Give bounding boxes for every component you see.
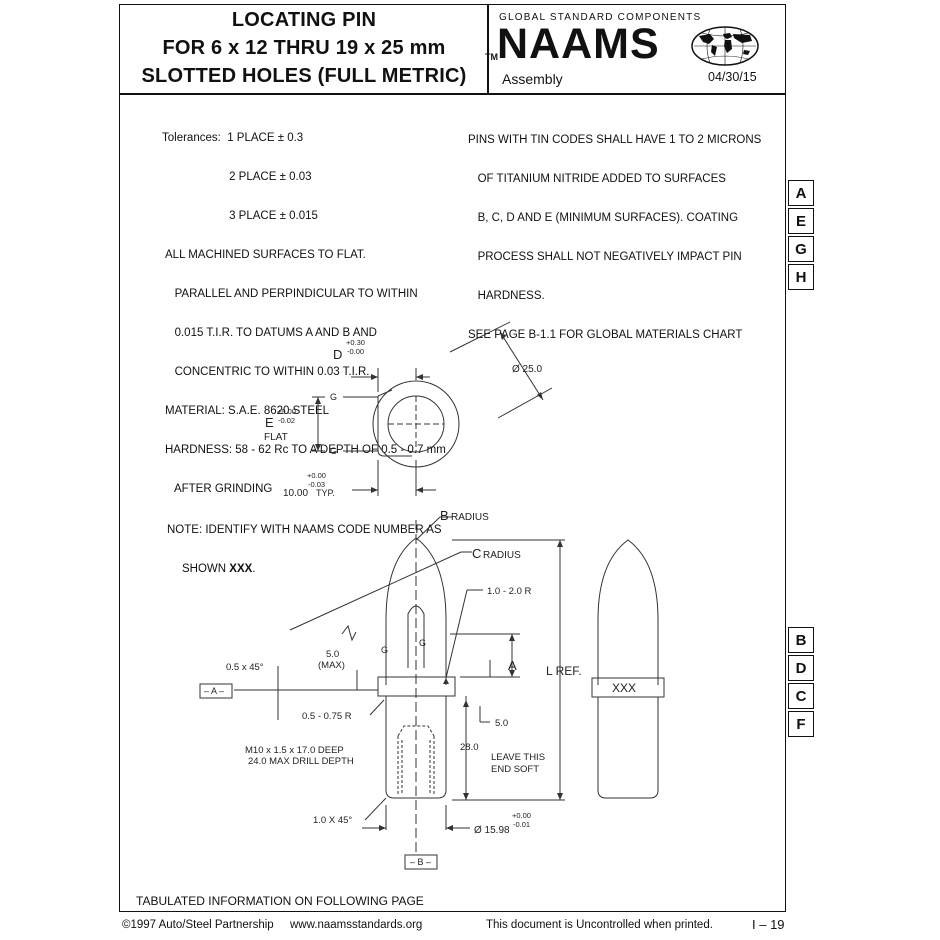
note-line: HARDNESS. bbox=[468, 290, 545, 302]
copyright: ©1997 Auto/Steel Partnership bbox=[122, 919, 274, 931]
leave-soft-2: END SOFT bbox=[491, 764, 539, 775]
dim-28-label: 28.0 bbox=[460, 742, 479, 753]
e-tol-minus: -0.02 bbox=[278, 416, 295, 425]
b-radius-letter: B bbox=[440, 508, 449, 523]
note-line: B, C, D AND E (MINIMUM SURFACES). COATIN… bbox=[468, 212, 739, 224]
w-tol-plus: +0.00 bbox=[307, 471, 326, 480]
g-label-slot: G bbox=[419, 638, 426, 648]
pin-right-collar bbox=[591, 677, 665, 698]
radius-2-label: 0.5 - 0.75 R bbox=[302, 711, 352, 722]
header-divider bbox=[119, 93, 786, 95]
note-line-identify: SHOWN XXX. bbox=[162, 563, 446, 576]
c-radius-letter: C bbox=[472, 546, 481, 561]
note-line: AFTER GRINDING bbox=[165, 483, 273, 495]
note-line: 2 PLACE ± 0.03 bbox=[162, 171, 312, 183]
datum-a-box bbox=[199, 683, 233, 699]
b-radius-word: RADIUS bbox=[451, 512, 489, 523]
typ-label: TYP. bbox=[316, 488, 335, 498]
g-label-body: G bbox=[381, 645, 388, 655]
note-line: SEE PAGE B-1.1 FOR GLOBAL MATERIALS CHAR… bbox=[468, 329, 743, 341]
d-label: D bbox=[333, 347, 342, 362]
code-marking: XXX bbox=[612, 681, 636, 695]
note-line: PARALLEL AND PERPINDICULAR TO WITHIN bbox=[165, 288, 418, 300]
website-link[interactable]: www.naamsstandards.org bbox=[290, 919, 423, 931]
org-tagline: GLOBAL STANDARD COMPONENTS bbox=[499, 12, 702, 23]
chamfer-bot-label: 1.0 X 45° bbox=[313, 815, 352, 826]
dim-5b-label: 5.0 bbox=[495, 718, 508, 729]
thread-spec-2: 24.0 MAX DRILL DEPTH bbox=[248, 756, 354, 767]
radius-1-label: 1.0 - 2.0 R bbox=[487, 586, 531, 597]
g-label-bottom: G bbox=[330, 446, 337, 456]
datum-b-label: – B – bbox=[410, 857, 431, 867]
note-line: OF TITANIUM NITRIDE ADDED TO SURFACES bbox=[468, 173, 726, 185]
note-line: 3 PLACE ± 0.015 bbox=[162, 210, 318, 222]
width-label: 10.00 bbox=[283, 488, 308, 499]
datum-a-label: – A – bbox=[204, 686, 224, 696]
title-divider bbox=[487, 4, 489, 93]
category-label: Assembly bbox=[502, 71, 563, 87]
dia-15-tol-minus: -0.01 bbox=[513, 820, 530, 829]
technical-drawing: D +0.30 -0.00 Ø 25.0 G G E +0.00 -0.02 F… bbox=[199, 321, 665, 870]
note-line: PINS WITH TIN CODES SHALL HAVE 1 TO 2 MI… bbox=[468, 134, 762, 146]
dim-5-label: 5.0 bbox=[326, 649, 339, 660]
dia-15-tol-plus: +0.00 bbox=[512, 811, 531, 820]
thread-spec-1: M10 x 1.5 x 17.0 DEEP bbox=[245, 745, 344, 756]
thread-hole bbox=[397, 725, 435, 795]
tab-b[interactable]: B bbox=[788, 627, 814, 653]
c-radius-word: RADIUS bbox=[483, 550, 521, 561]
note-line: CONCENTRIC TO WITHIN 0.03 T.I.R. bbox=[165, 366, 370, 378]
tab-a[interactable]: A bbox=[788, 180, 814, 206]
max-label: (MAX) bbox=[318, 660, 345, 671]
note-line: MATERIAL: S.A.E. 8620 STEEL bbox=[165, 405, 330, 417]
title-line-2: FOR 6 x 12 THRU 19 x 25 mm bbox=[162, 37, 446, 59]
datum-b-box bbox=[404, 854, 438, 870]
flat-profile bbox=[377, 396, 412, 457]
tab-h[interactable]: H bbox=[788, 264, 814, 290]
date-label: 04/30/15 bbox=[708, 70, 757, 84]
flat-label: FLAT bbox=[264, 432, 288, 443]
tab-g[interactable]: G bbox=[788, 236, 814, 262]
title-line-3: SLOTTED HOLES (FULL METRIC) bbox=[141, 65, 467, 87]
tabulated-note: TABULATED INFORMATION ON FOLLOWING PAGE bbox=[136, 894, 424, 908]
dia-25-label: Ø 25.0 bbox=[512, 364, 542, 375]
a-dim-label: A bbox=[508, 658, 517, 673]
e-label: E bbox=[265, 415, 274, 430]
chamfer-top-label: 0.5 x 45° bbox=[226, 662, 264, 673]
title-line-1: LOCATING PIN bbox=[231, 9, 377, 31]
w-tol-minus: -0.03 bbox=[308, 480, 325, 489]
d-tol-minus: -0.00 bbox=[347, 347, 364, 356]
trademark: TM bbox=[485, 52, 498, 62]
note-line: NOTE: IDENTIFY WITH NAAMS CODE NUMBER AS bbox=[167, 524, 442, 536]
coating-notes: PINS WITH TIN CODES SHALL HAVE 1 TO 2 MI… bbox=[468, 108, 761, 355]
e-tol-plus: +0.00 bbox=[277, 407, 296, 416]
g-label-top: G bbox=[330, 392, 337, 402]
note-line: PROCESS SHALL NOT NEGATIVELY IMPACT PIN bbox=[468, 251, 742, 263]
tab-d[interactable]: D bbox=[788, 655, 814, 681]
leave-soft-1: LEAVE THIS bbox=[491, 752, 545, 763]
note-line: 0.015 T.I.R. TO DATUMS A AND B AND bbox=[165, 327, 377, 339]
identify-end: . bbox=[252, 563, 256, 575]
tab-f[interactable]: F bbox=[788, 711, 814, 737]
page-frame bbox=[119, 4, 786, 912]
identify-text: SHOWN bbox=[182, 563, 230, 575]
note-line: Tolerances: 1 PLACE ± 0.3 bbox=[162, 132, 304, 144]
d-tol-plus: +0.30 bbox=[346, 338, 365, 347]
naams-logo-text: NAAMS bbox=[497, 20, 660, 68]
dia-15-label: Ø 15.98 bbox=[474, 825, 510, 836]
l-ref-label: L REF. bbox=[546, 664, 582, 678]
pin-right-view bbox=[597, 539, 659, 799]
page-number: I – 19 bbox=[752, 917, 785, 932]
globe-logo-icon bbox=[691, 26, 759, 66]
identify-code: XXX bbox=[229, 563, 253, 575]
uncontrolled-notice: This document is Uncontrolled when print… bbox=[486, 919, 713, 931]
note-line: HARDNESS: 58 - 62 Rc TO A DEPTH OF 0.5 -… bbox=[165, 444, 446, 456]
tolerance-notes: Tolerances: 1 PLACE ± 0.3 2 PLACE ± 0.03… bbox=[162, 106, 446, 589]
tab-e[interactable]: E bbox=[788, 208, 814, 234]
note-line: ALL MACHINED SURFACES TO FLAT. bbox=[165, 249, 366, 261]
tab-c[interactable]: C bbox=[788, 683, 814, 709]
